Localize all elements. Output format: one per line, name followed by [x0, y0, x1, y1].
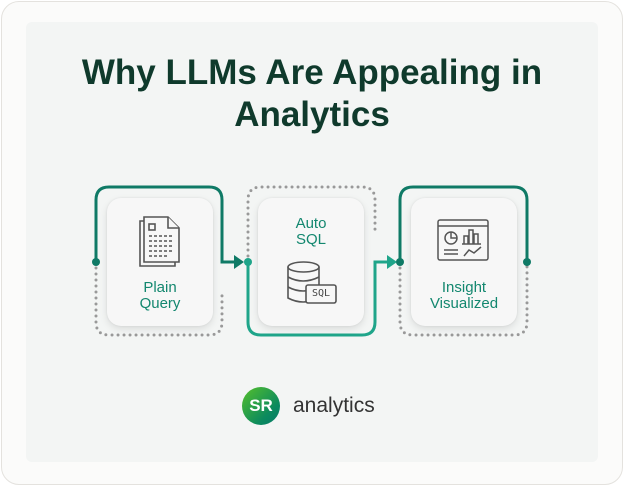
- dashboard-icon: [437, 219, 489, 261]
- arrow-1-icon: [234, 255, 244, 269]
- step3-dotted-connector: [398, 260, 529, 337]
- sql-icon-text: SQL: [311, 288, 331, 299]
- step-label-line2: Visualized: [429, 295, 499, 312]
- step1-dotted-connector: [94, 260, 224, 337]
- step2-solid-connector: [246, 260, 389, 337]
- arrow-2-icon: [387, 255, 397, 269]
- step-label-line2: Query: [139, 295, 181, 312]
- document-icon: [139, 216, 180, 267]
- step-card-auto-sql: Auto SQL SQL: [258, 198, 364, 326]
- node-dot: [523, 258, 531, 266]
- step-card-plain-query: Plain Query: [107, 198, 213, 326]
- step-label-line1: Auto: [295, 215, 327, 232]
- step2-dotted-connector: [246, 185, 377, 264]
- node-dot: [244, 258, 252, 266]
- node-dot: [92, 258, 100, 266]
- brand: SR analytics: [242, 387, 375, 425]
- step-label-line1: Insight: [441, 279, 487, 296]
- database-sql-icon: [287, 261, 337, 304]
- step3-solid-connector: [398, 185, 529, 262]
- title-text: Why LLMs Are Appealing in Analytics: [81, 53, 543, 134]
- brand-name: analytics: [293, 394, 375, 417]
- step-label-line2: SQL: [295, 231, 326, 248]
- page-title: Why LLMs Are Appealing in Analytics: [0, 52, 624, 136]
- brand-logo: SR: [242, 387, 280, 425]
- node-dot: [396, 258, 404, 266]
- step-card-insight-visualized: Insight Visualized: [411, 198, 517, 326]
- step-label-line1: Plain: [143, 279, 177, 296]
- step1-solid-connector: [94, 185, 236, 264]
